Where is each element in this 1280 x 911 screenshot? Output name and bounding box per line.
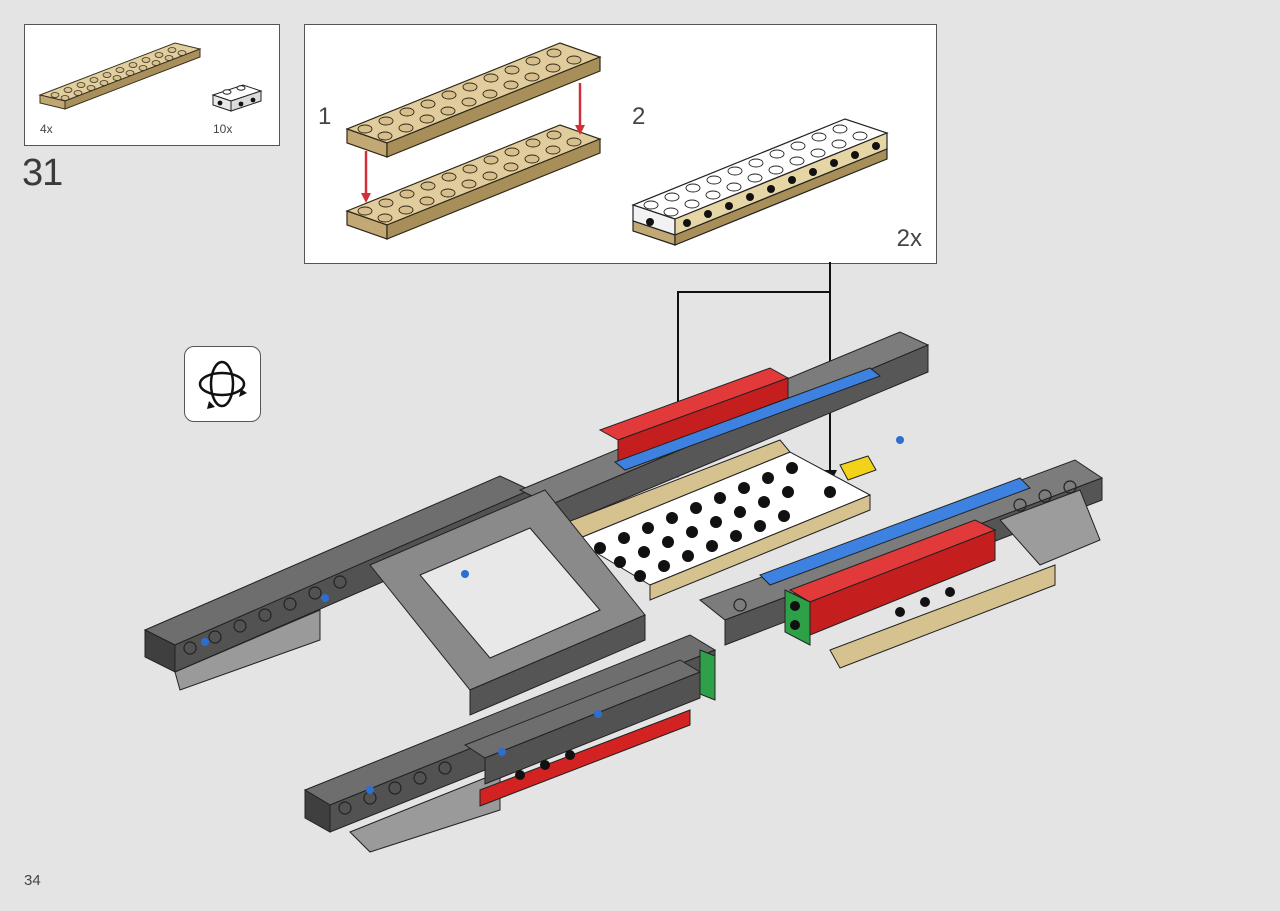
sub-assembly-illustration <box>345 42 889 246</box>
red-block <box>784 519 997 646</box>
red-beam <box>598 367 790 463</box>
white-brick-centre <box>559 439 872 601</box>
tan-plate-quantity: 4x <box>40 122 53 136</box>
substep-2-label: 2 <box>632 103 646 130</box>
left-front-beam <box>143 475 532 691</box>
red-arrow-left <box>361 151 371 203</box>
tan-plate-top <box>345 42 602 158</box>
blue-beam <box>613 367 1031 586</box>
white-brick-part <box>211 84 263 112</box>
right-frame <box>698 459 1104 669</box>
rotate-arrows-icon <box>198 360 247 409</box>
bottom-front-beam <box>303 634 717 853</box>
step-number: 31 <box>22 152 63 194</box>
sub-assembly-multiplier: 2x <box>896 225 922 252</box>
sub-assembly-box: 1 2 <box>304 24 937 264</box>
tan-plate-part <box>38 42 202 110</box>
callout-connector-arrows <box>677 262 831 474</box>
yellow-connector <box>839 455 877 481</box>
tan-plate-bottom <box>345 124 602 240</box>
white-brick-row-assembly <box>631 118 889 246</box>
left-frame <box>369 489 646 716</box>
white-brick-quantity: 10x <box>213 122 233 136</box>
second-front-beam <box>463 649 716 785</box>
parts-list-illustration <box>38 42 263 112</box>
red-arrow-right <box>575 83 585 135</box>
back-beam <box>518 331 930 531</box>
rotate-model-icon <box>184 346 261 422</box>
substep-1-label: 1 <box>318 103 332 130</box>
parts-list-box: 4x 10x <box>24 24 280 146</box>
page-number: 34 <box>24 872 41 889</box>
